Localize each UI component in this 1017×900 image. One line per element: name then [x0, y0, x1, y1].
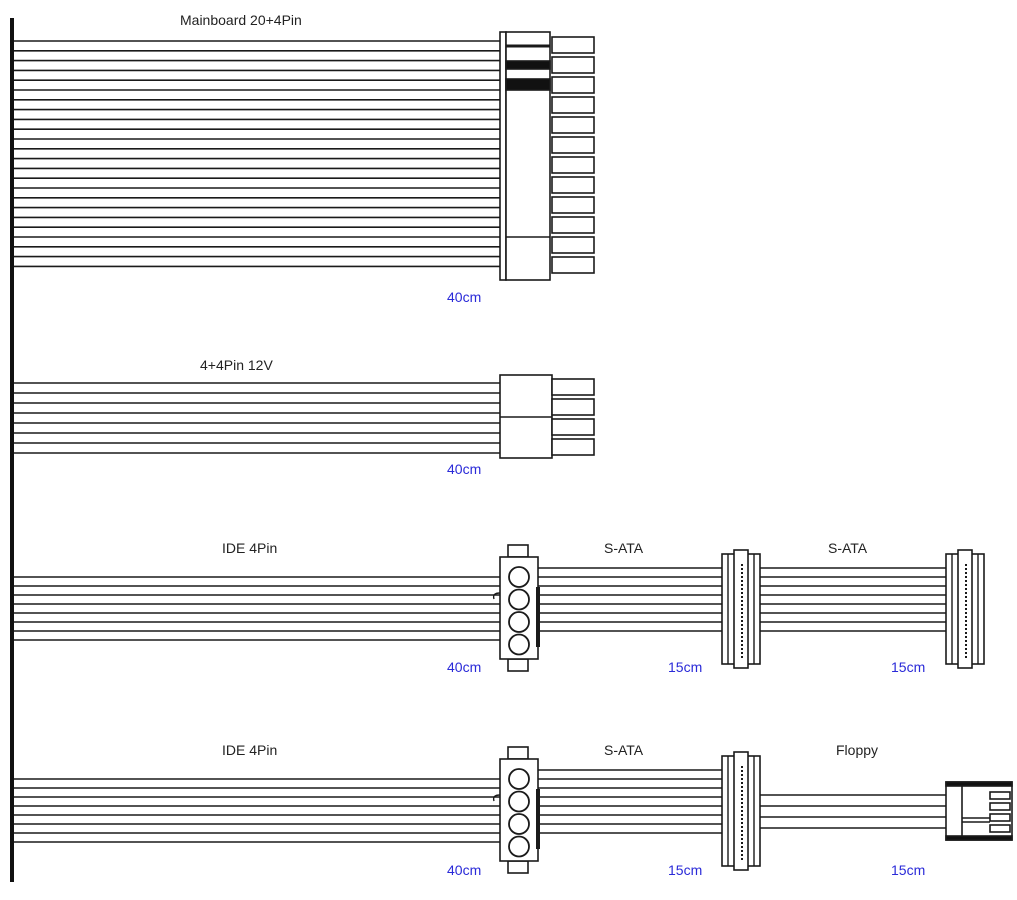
mainboard-pin [551, 116, 595, 134]
ide2-molex-tab [507, 860, 529, 874]
mainboard-pin [551, 76, 595, 94]
floppy-pin [989, 791, 1011, 800]
mainboard-label: Mainboard 20+4Pin [180, 12, 302, 28]
mainboard-pin [551, 56, 595, 74]
ide1-molex-tab [507, 544, 529, 558]
psu-trunk-line [10, 18, 14, 882]
mainboard-latch-black [505, 60, 551, 70]
ide2-molex-pin [508, 835, 530, 858]
ide1-molex-tab [507, 658, 529, 672]
cpu-pin [551, 398, 595, 416]
ide1-length: 40cm [447, 659, 481, 675]
cpu-label: 4+4Pin 12V [200, 357, 273, 373]
ide2-length: 40cm [447, 862, 481, 878]
mainboard-pin [551, 216, 595, 234]
ide1-molex-clip [492, 592, 501, 600]
floppy-pin [989, 802, 1011, 811]
sata1a-label: S-ATA [604, 540, 644, 556]
floppy-length: 15cm [891, 862, 925, 878]
ide1-label: IDE 4Pin [222, 540, 277, 556]
cpu-pin [551, 378, 595, 396]
ide2-molex-pin [508, 813, 530, 835]
ide2-molex-pin [508, 790, 530, 813]
sata2-length: 15cm [668, 862, 702, 878]
ide1-molex-pin [508, 633, 530, 656]
mainboard-length: 40cm [447, 289, 481, 305]
floppy-connector-key [962, 817, 990, 823]
sata1b-label: S-ATA [828, 540, 868, 556]
ide1-molex-pin [508, 566, 530, 588]
mainboard-connector-body [505, 31, 551, 281]
mainboard-pin [551, 156, 595, 174]
floppy-pin [989, 824, 1011, 833]
ide1-molex-pin [508, 588, 530, 611]
floppy-connector-edge [945, 781, 1013, 787]
mainboard-pin [551, 256, 595, 274]
cpu-pin [551, 438, 595, 456]
floppy-label: Floppy [836, 742, 878, 758]
sata2-label: S-ATA [604, 742, 644, 758]
mainboard-pin [551, 176, 595, 194]
ide2-label: IDE 4Pin [222, 742, 277, 758]
cpu-length: 40cm [447, 461, 481, 477]
ide2-molex-clip [492, 794, 501, 802]
ide2-molex-pin [508, 768, 530, 790]
ide2-molex-tab [507, 746, 529, 760]
mainboard-latch-black [505, 78, 551, 91]
cpu-pin [551, 418, 595, 436]
floppy-pin [989, 813, 1011, 822]
mainboard-pin [551, 96, 595, 114]
ide1-molex-pin [508, 611, 530, 633]
mainboard-pin [551, 236, 595, 254]
mainboard-pin [551, 36, 595, 54]
floppy-connector-edge [945, 835, 1013, 841]
mainboard-connector-strip [499, 31, 507, 281]
mainboard-pin [551, 196, 595, 214]
sata1a-length: 15cm [668, 659, 702, 675]
sata1b-length: 15cm [891, 659, 925, 675]
mainboard-pin [551, 136, 595, 154]
